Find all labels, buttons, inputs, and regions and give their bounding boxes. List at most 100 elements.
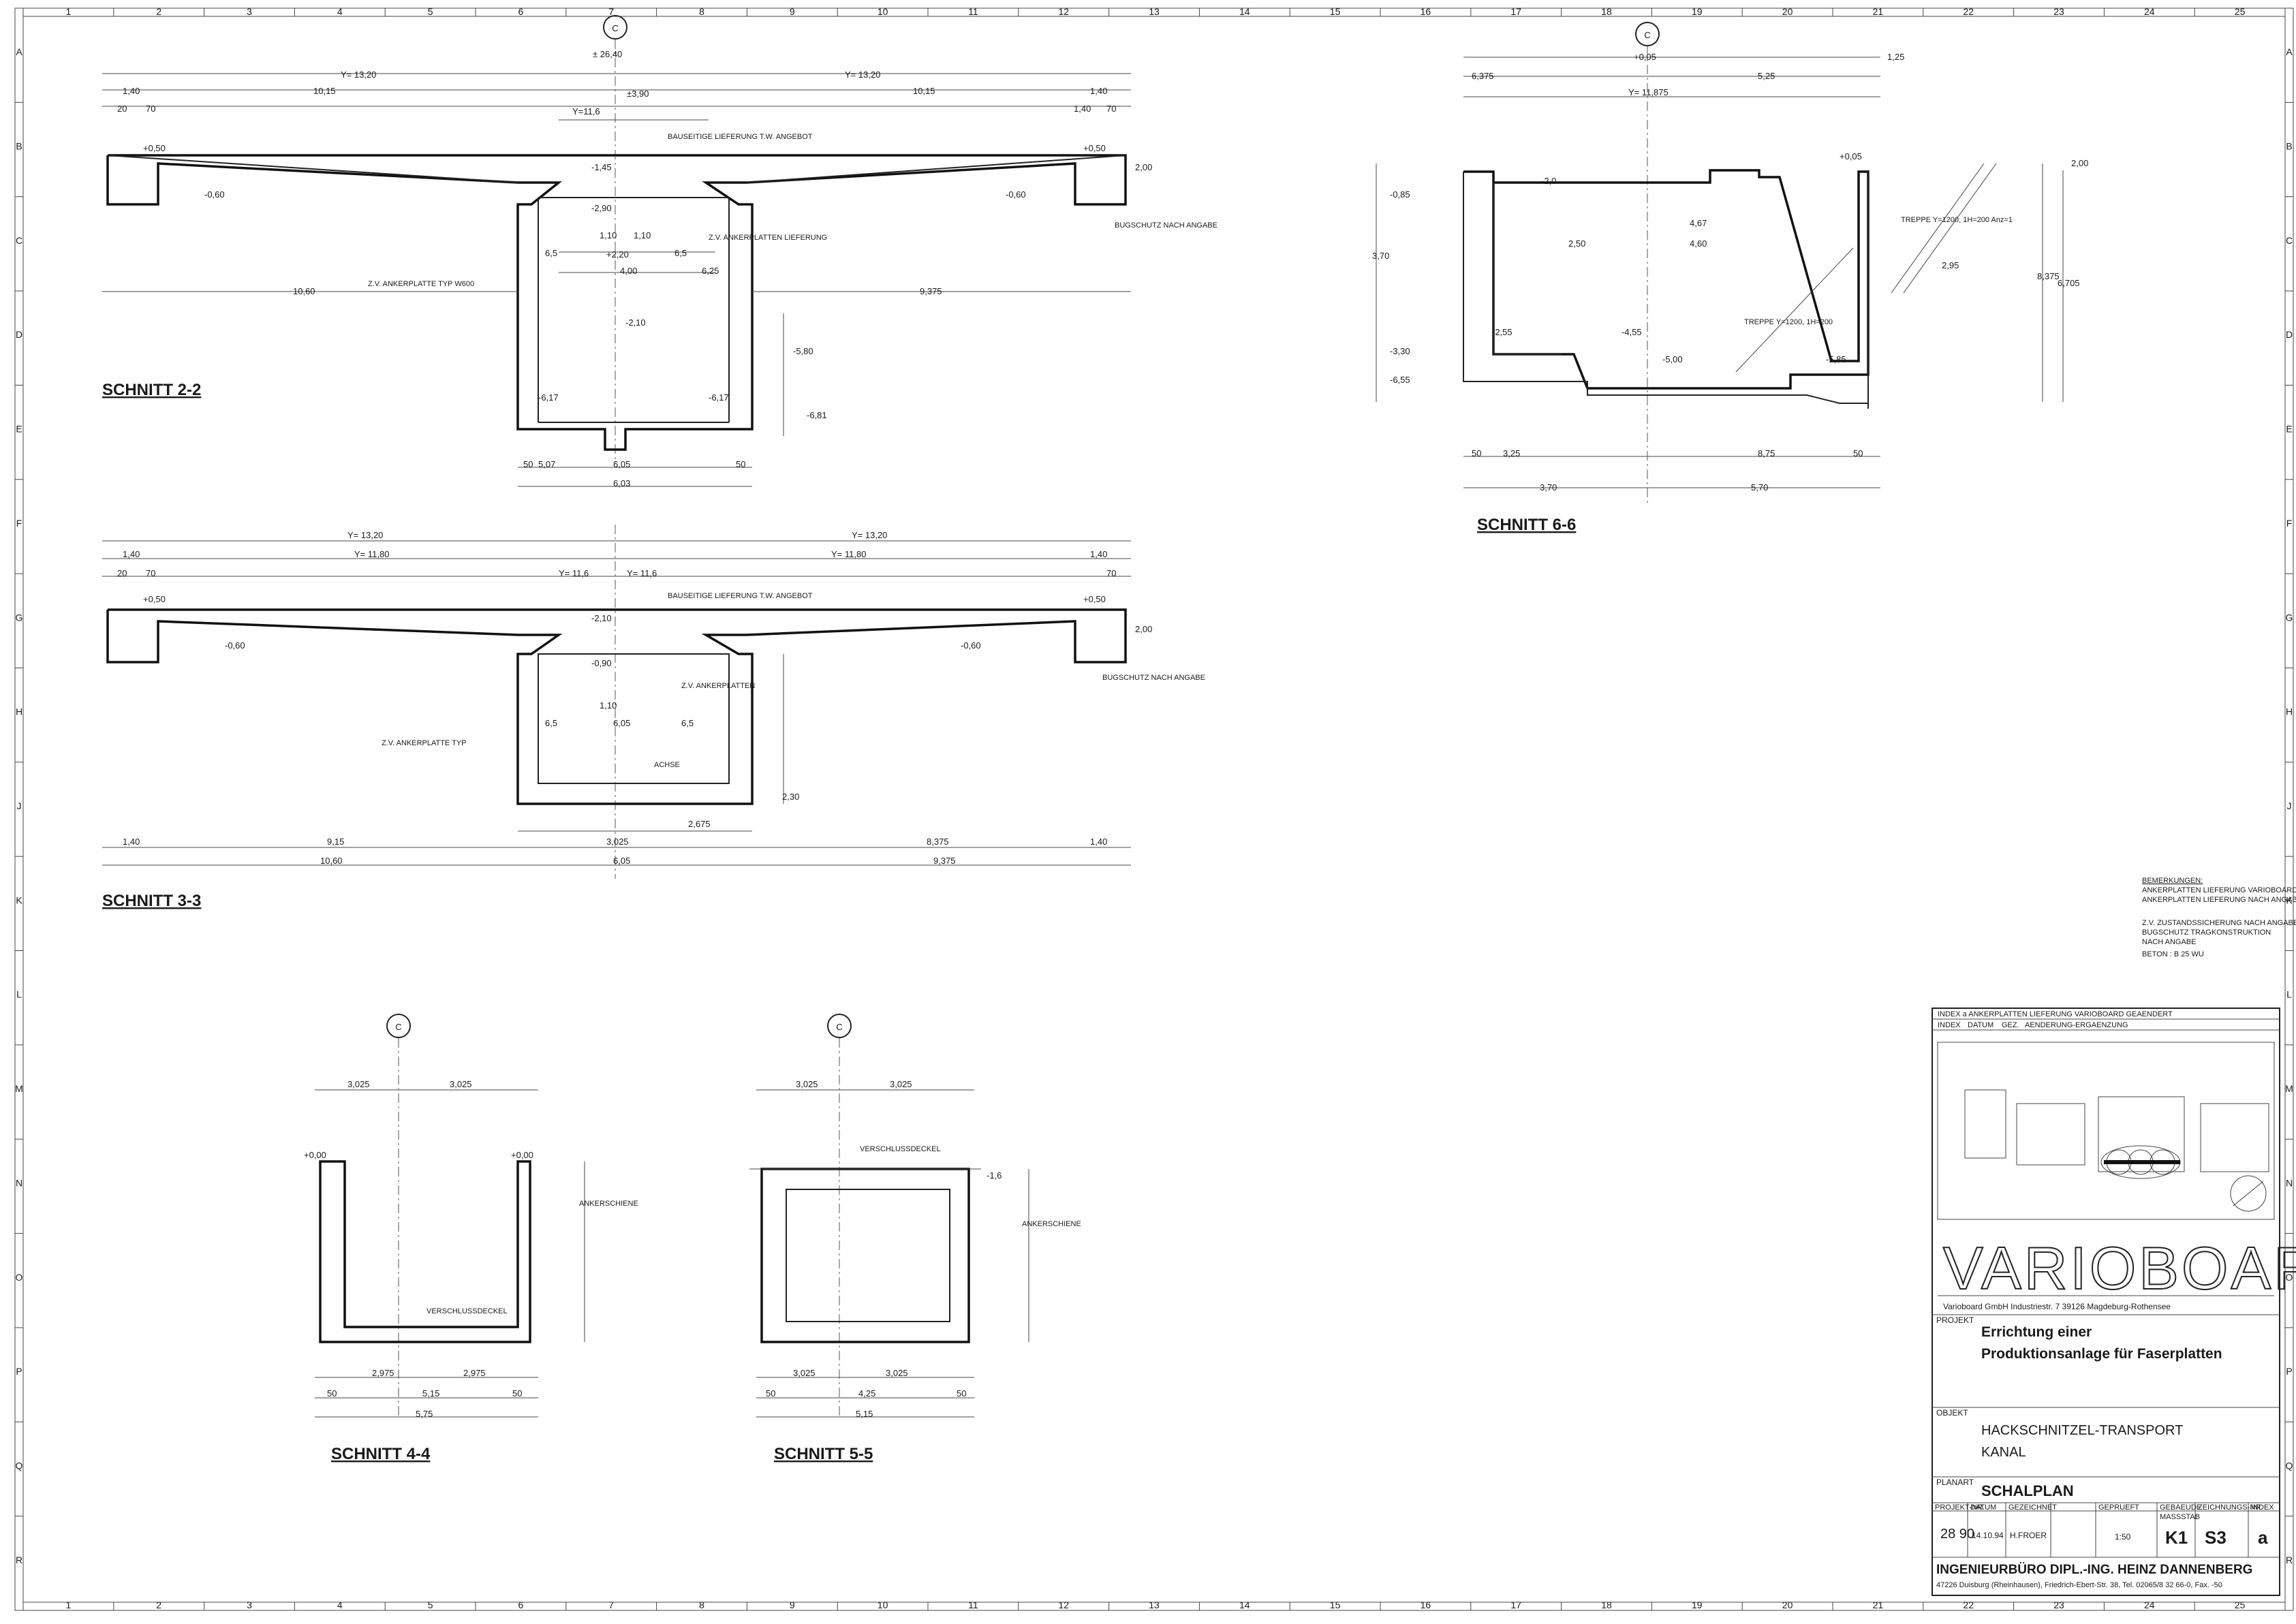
dim-bottom-level: -6,81: [807, 410, 827, 420]
grid-row-label: J: [17, 800, 22, 811]
dim-level-right: -1,6: [987, 1170, 1002, 1181]
section-4-4-dimensions: 3,025 3,025 2,975 2,975 5,15 5,75 50 50 …: [304, 1079, 638, 1419]
dim-left-span: 10,15: [313, 86, 336, 96]
section-5-5-dimensions: 3,025 3,025 3,025 3,025 4,25 5,15 50 50 …: [766, 1079, 1081, 1419]
section-2-2-label: SCHNITT 2-2: [102, 381, 201, 399]
grid-row-label: N: [2286, 1177, 2293, 1188]
grid-column-label: 1: [66, 6, 72, 17]
grid-column-label: 4: [337, 6, 343, 17]
note-ankerplatten: Z.V. ANKERPLATTEN: [681, 682, 755, 690]
grid-row-label: O: [2286, 1272, 2293, 1283]
meta-label-building: GEBAEUDE: [2160, 1503, 2201, 1512]
dim-top-right: 3,025: [890, 1079, 912, 1089]
dim-left-slab: -0,60: [225, 640, 245, 651]
dim-bottom-570: 5,70: [1751, 482, 1768, 493]
grid-column-label: 5: [428, 1599, 433, 1610]
meta-index: a: [2258, 1527, 2268, 1548]
note-ankerplatte: Z.V. ANKERPLATTE TYP W600: [368, 280, 474, 288]
dim-wall-right: 50: [957, 1388, 966, 1399]
dim-right-span: 5,25: [1758, 71, 1775, 81]
grid-column-label: 13: [1149, 1599, 1160, 1610]
grid-column-label: 25: [2235, 1599, 2246, 1610]
grid-row-label: G: [2286, 612, 2293, 623]
dim-floor-left: -2,55: [1492, 327, 1512, 337]
meta-scale: 1:50: [2115, 1532, 2131, 1542]
dim-wall-right: 50: [736, 459, 745, 469]
dim-left-edge: +0,50: [143, 143, 166, 153]
dim-left-y: Y= 13,20: [347, 530, 383, 540]
grid-column-label: 8: [699, 6, 704, 17]
dim-right-y: Y= 13,20: [852, 530, 887, 540]
dim-inner-left: 3,025: [793, 1368, 816, 1378]
grid-row-label: G: [16, 612, 23, 623]
section-6-6-dimensions: +0,05 6,375 5,25 1,25 Y= 11,875 +0,05 4,…: [1372, 52, 2088, 493]
dim-left-y2: Y= 11,80: [354, 549, 389, 559]
grid-row-label: R: [2286, 1555, 2293, 1565]
axis-marker-label: C: [836, 1022, 842, 1032]
dim-inner-605: 6,05: [613, 718, 630, 728]
dim-right-end: 1,40: [1090, 549, 1107, 559]
dim-inner-right: 2,675: [688, 819, 711, 829]
note-ankerschiene: ANKERSCHIENE: [1022, 1220, 1081, 1228]
grid-column-label: 25: [2235, 6, 2246, 17]
object-caption: OBJEKT: [1936, 1408, 1968, 1418]
grid-column-label: 2: [156, 6, 161, 17]
dim-y-116: Y=11,6: [572, 106, 600, 116]
plan-caption: PLANART: [1936, 1478, 1974, 1487]
grid-column-label: 11: [968, 6, 978, 17]
dim-left-span: 9,15: [327, 837, 344, 847]
dim-outer-width: 5,75: [416, 1409, 433, 1419]
grid-row-label: B: [2286, 141, 2292, 152]
grid-column-label: 7: [608, 6, 614, 17]
grid-row-label: J: [2287, 800, 2292, 811]
dim-lid-level: -1,45: [591, 162, 612, 172]
grid-column-label: 6: [518, 1599, 524, 1610]
meta-label-index: INDEX: [2251, 1503, 2274, 1512]
section-3-3: SCHNITT 3-3 Y= 13,20 Y= 13,20 Y= 11,80 Y…: [102, 525, 1205, 910]
grid-row-label: A: [16, 46, 22, 57]
grid-row-label: D: [16, 329, 22, 340]
revision-header-index: INDEX: [1938, 1021, 1961, 1029]
dim-inner-width: 4,25: [858, 1388, 875, 1399]
key-plan: [1937, 1042, 2275, 1220]
grid-row-label: A: [2286, 46, 2293, 57]
dim-lid-level: -2,10: [591, 613, 612, 623]
dim-stair-295: 2,95: [1942, 260, 1959, 270]
dim-y-116-left: Y= 11,6: [559, 568, 589, 578]
grid-column-label: 2: [156, 1599, 161, 1610]
dim-right-top: +0,05: [1840, 151, 1862, 161]
grid-row-label: C: [2286, 235, 2293, 246]
grid-column-label: 24: [2144, 1599, 2155, 1610]
dim-inner-right: 3,025: [886, 1368, 908, 1378]
dim-right-height: 2,00: [1135, 624, 1152, 634]
grid-row-label: C: [16, 235, 22, 246]
dim-right-140: 1,40: [1074, 104, 1091, 114]
meta-project-no: 28 90: [1940, 1527, 1974, 1542]
dim-right-200: 2,00: [2071, 158, 2088, 168]
section-3-3-dimensions: Y= 13,20 Y= 13,20 Y= 11,80 Y= 11,80 1,40…: [117, 530, 1205, 866]
meta-building: K1: [2165, 1527, 2188, 1548]
note-line-1: ANKERPLATTEN LIEFERUNG VARIOBOARD: [2142, 886, 2296, 894]
bureau-address: 47226 Duisburg (Rheinhausen), Friedrich-…: [1936, 1581, 2222, 1589]
dim-inner-left: 3,025: [606, 837, 629, 847]
dim-top-right: 3,025: [450, 1079, 472, 1089]
section-4-4: C SCHNITT 4-4 3,025 3,025 2,975 2,975 5,…: [304, 1014, 638, 1463]
project-caption: PROJEKT: [1936, 1315, 1974, 1325]
axis-marker-label: C: [1644, 30, 1650, 40]
dim-left-655: -6,55: [1390, 375, 1410, 385]
grid-row-label: L: [16, 989, 22, 1000]
dim-wall-left: 50: [523, 459, 533, 469]
grid-column-label: 12: [1058, 1599, 1069, 1610]
revision-header-change: AENDERUNG-ERGAENZUNG: [2025, 1021, 2128, 1029]
grid-row-label: Q: [2286, 1460, 2293, 1471]
meta-label-drawn: GEZEICHNET: [2008, 1503, 2057, 1512]
section-5-5: C SCHNITT 5-5 3,025 3,025 3,025 3,025 4,…: [749, 1014, 1081, 1463]
note-line-6: BETON : B 25 WU: [2142, 950, 2204, 958]
note-heading: BEMERKUNGEN:: [2142, 877, 2203, 885]
dim-small-20: 20: [117, 104, 127, 114]
dim-inner-467: 4,67: [1690, 218, 1707, 228]
section-2-2-dimensions: ± 26,40 Y= 13,20 Y= 13,20 10,15 10,15 1,…: [117, 49, 1217, 488]
dim-right-6705: 6,705: [2058, 278, 2080, 288]
dim-wall-50a: 50: [1472, 448, 1481, 458]
grid-row-label: B: [16, 141, 22, 152]
